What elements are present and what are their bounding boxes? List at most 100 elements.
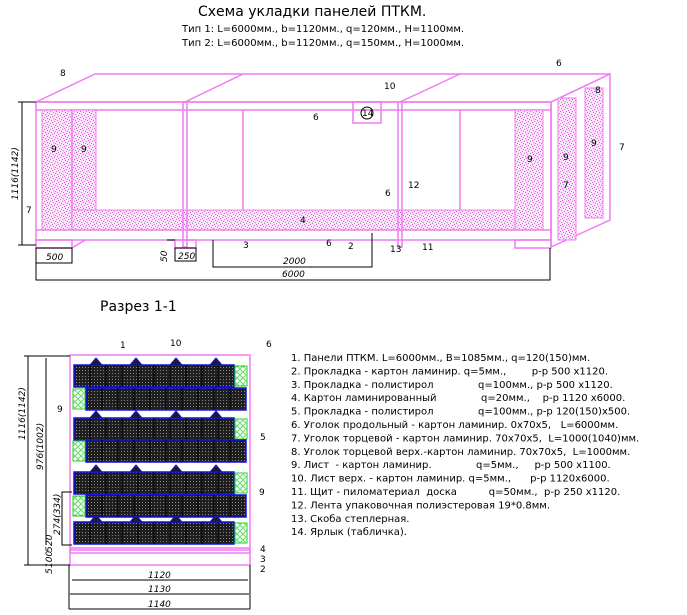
callout-9: 9 [259,488,265,498]
dim-5b: 5 [45,568,55,574]
callout-13: 13 [390,245,401,255]
legend-item: 3. Прокладка - полистирол q=100мм., р-р … [291,380,613,391]
legend-item: 11. Щит - пиломатериал доска q=50мм., р-… [291,487,620,498]
callout-10: 10 [384,82,396,92]
callout-14: 14 [362,109,374,119]
section-title: Разрез 1-1 [100,299,177,315]
panel-rib [168,514,184,523]
polystyrene-spacer [72,388,86,410]
dim-1140: 1140 [148,600,171,610]
callout-6: 6 [556,59,562,69]
panel-rib [128,464,144,473]
strap-2 [397,101,403,248]
dim-100: 100 [45,551,55,568]
dim-2000: 2000 [283,257,306,267]
right-end-sheet [514,109,544,231]
callout-4: 4 [260,545,266,555]
polystyrene-spacer [234,418,248,440]
isometric-dimensions: 1116(1142) 500 50 250 2000 6000 [11,101,551,281]
callout-6: 6 [385,189,391,199]
pad-right [514,239,552,249]
panel-rib [88,514,104,523]
panel-rib [208,464,224,473]
polystyrene-spacer [72,440,86,462]
panel-rib [168,464,184,473]
dim-row: 274(334) [53,494,63,535]
type-1-spec: Тип 1: L=6000мм., b=1120мм., q=120мм., H… [181,24,464,35]
front-face [35,101,552,241]
polystyrene-spacer [234,522,248,544]
callout-6: 6 [313,113,319,123]
panel-rib [88,464,104,473]
callout-10: 10 [170,339,182,349]
panel-rib [208,514,224,523]
legend-item: 6. Уголок продольный - картон ламинир. 0… [291,420,618,431]
callout-11: 11 [422,243,433,253]
callout-9: 9 [527,155,533,165]
dim-20: 20 [45,534,55,546]
callout-8: 8 [60,69,66,79]
callout-9: 9 [57,405,63,415]
end-sheet-2 [584,87,604,219]
panel-rib [88,357,104,366]
polystyrene-pad [69,549,251,566]
section-view [69,354,251,566]
polystyrene-spacer [234,472,248,494]
isometric-callouts: 8 10 14 6 6 6 6 9 9 9 9 9 7 7 7 8 4 3 2 … [26,59,625,255]
callout-1: 1 [120,341,126,351]
section-dimensions: 1116(1142) 976(1002) 274(334) 5 20 100 5… [18,355,251,610]
callout-7: 7 [563,181,569,191]
callout-4: 4 [300,216,306,226]
dim-height: 1116(1142) [11,147,21,200]
callout-5: 5 [260,433,266,443]
polystyrene-spacer [72,495,86,517]
callout-9: 9 [51,145,57,155]
callout-9: 9 [81,145,87,155]
callout-7: 7 [619,143,625,153]
polystyrene-spacer [234,365,248,387]
dim-250: 250 [178,252,195,262]
legend-item: 7. Уголок торцевой - картон ламинир. 70х… [291,433,639,444]
legend-item: 10. Лист верх. - картон ламинир. q=5мм.,… [291,474,610,485]
pad-left [35,239,73,249]
callout-3: 3 [260,555,266,565]
legend-item: 1. Панели ПТКМ. L=6000мм., B=1085мм., q=… [291,353,590,364]
top-sheet [35,73,611,103]
label-plate [352,101,382,124]
callout-9: 9 [563,153,569,163]
legend-item: 13. Скоба степлерная. [291,514,409,525]
legend-item: 14. Ярлык (табличка). [291,527,407,538]
type-2-spec: Тип 2: L=6000мм., b=1120мм., q=150мм., H… [181,38,464,49]
panel-rib [168,357,184,366]
end-sheet-1 [557,97,577,241]
legend-item: 5. Прокладка - полистирол q=100мм., р-р … [291,407,630,418]
dim-50: 50 [160,250,170,262]
dim-5: 5 [45,546,55,552]
legend-item: 8. Уголок торцевой верх.-картон ламинир.… [291,447,630,458]
dim-inner: 976(1002) [36,423,46,470]
callout-2: 2 [348,242,354,252]
callout-12: 12 [408,181,419,191]
dim-6000: 6000 [282,270,305,280]
panel-rib [168,410,184,419]
callout-6: 6 [266,340,272,350]
legend-item: 9. Лист - картон ламинир. q=5мм., р-р 50… [291,460,611,471]
drawing-header: Схема укладки панелей ПТКМ. Тип 1: L=600… [181,4,464,49]
section-outline [69,354,251,554]
callout-6: 6 [326,239,332,249]
legend: 1. Панели ПТКМ. L=6000мм., B=1085мм., q=… [291,353,639,538]
section-callouts: 1 10 6 9 5 9 4 3 2 [57,339,272,575]
bottom-cardboard [71,209,518,231]
callout-3: 3 [243,241,249,251]
legend-item: 2. Прокладка - картон ламинир. q=5мм., р… [291,366,608,377]
dim-1120: 1120 [148,571,171,581]
panel-rib [128,410,144,419]
callout-7: 7 [26,206,32,216]
legend-item: 12. Лента упаковочная полиэстеровая 19*0… [291,500,550,511]
panel-rib [128,514,144,523]
dim-1130: 1130 [148,585,171,595]
callout-2: 2 [260,565,266,575]
dim-500: 500 [46,253,63,263]
panel-rib [128,357,144,366]
